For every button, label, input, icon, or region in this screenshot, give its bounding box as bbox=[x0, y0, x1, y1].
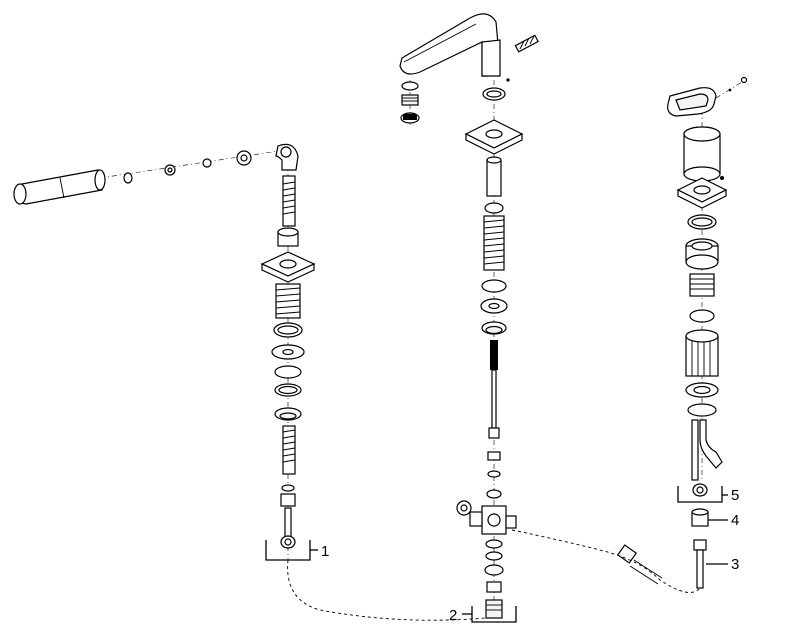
hose-line-left bbox=[287, 559, 487, 621]
bonnet-nut bbox=[685, 238, 719, 270]
handle-cap bbox=[683, 126, 721, 182]
right-assembly bbox=[616, 76, 748, 589]
aerator-parts bbox=[400, 80, 420, 125]
pipe-l bbox=[284, 507, 292, 539]
fitting-c8 bbox=[485, 599, 503, 619]
hand-shower bbox=[13, 169, 106, 205]
valve-body bbox=[685, 329, 719, 377]
callout-label-2: 2 bbox=[449, 607, 457, 624]
washer-c1 bbox=[481, 279, 507, 293]
set-screw bbox=[514, 34, 539, 53]
threaded-shank-center bbox=[483, 156, 505, 271]
handle-lever bbox=[667, 87, 717, 117]
fitting-c6 bbox=[484, 564, 504, 576]
escutcheon-screw bbox=[720, 176, 724, 180]
washer-l3 bbox=[274, 365, 302, 379]
ring-r2 bbox=[689, 309, 715, 323]
square-escutcheon-center bbox=[464, 119, 524, 155]
center-assembly bbox=[399, 13, 539, 620]
square-escutcheon-right bbox=[676, 177, 728, 209]
fitting-l2 bbox=[280, 493, 296, 507]
hs-washer-3 bbox=[202, 158, 212, 168]
cartridge bbox=[689, 273, 715, 297]
diverter-tee bbox=[456, 500, 517, 535]
handle-screw bbox=[740, 76, 748, 84]
callout-1: 1 bbox=[265, 540, 329, 561]
aerator-washer bbox=[401, 81, 419, 91]
spout-edge-line bbox=[403, 23, 477, 63]
fitting-c4 bbox=[485, 539, 503, 549]
screw-point bbox=[506, 78, 510, 82]
hose-coupling bbox=[616, 544, 663, 585]
aerator-insert bbox=[401, 94, 419, 106]
spout-base bbox=[481, 39, 501, 77]
callout-label-4: 4 bbox=[731, 512, 739, 529]
left-assembly bbox=[13, 143, 316, 560]
part-3-hose bbox=[693, 539, 707, 589]
part-4-nut bbox=[691, 508, 709, 527]
callout-label-5: 5 bbox=[731, 487, 739, 504]
callout-4: 4 bbox=[708, 512, 739, 529]
callout-5: 5 bbox=[677, 486, 739, 504]
threaded-rod-center bbox=[488, 340, 500, 439]
fitting-l1 bbox=[281, 484, 295, 492]
hose-line-right bbox=[511, 529, 701, 593]
fitting-c1 bbox=[487, 451, 501, 461]
callout-label-3: 3 bbox=[731, 556, 739, 573]
threaded-rod-left bbox=[282, 425, 296, 475]
square-escutcheon-left bbox=[260, 251, 316, 283]
fitting-c3 bbox=[486, 489, 502, 499]
elbow-fitting bbox=[275, 143, 299, 171]
hose-tails bbox=[691, 419, 723, 481]
ring-r4 bbox=[687, 403, 717, 417]
threaded-shank-left bbox=[282, 175, 296, 227]
callout-2: 2 bbox=[449, 606, 517, 624]
threaded-body-left bbox=[275, 283, 301, 319]
hs-washer-1 bbox=[123, 172, 133, 184]
fitting-c7 bbox=[486, 581, 502, 593]
callout-label-1: 1 bbox=[321, 543, 329, 560]
callout-3: 3 bbox=[706, 556, 739, 573]
fitting-c5 bbox=[485, 551, 503, 561]
fitting-c2 bbox=[487, 470, 501, 478]
